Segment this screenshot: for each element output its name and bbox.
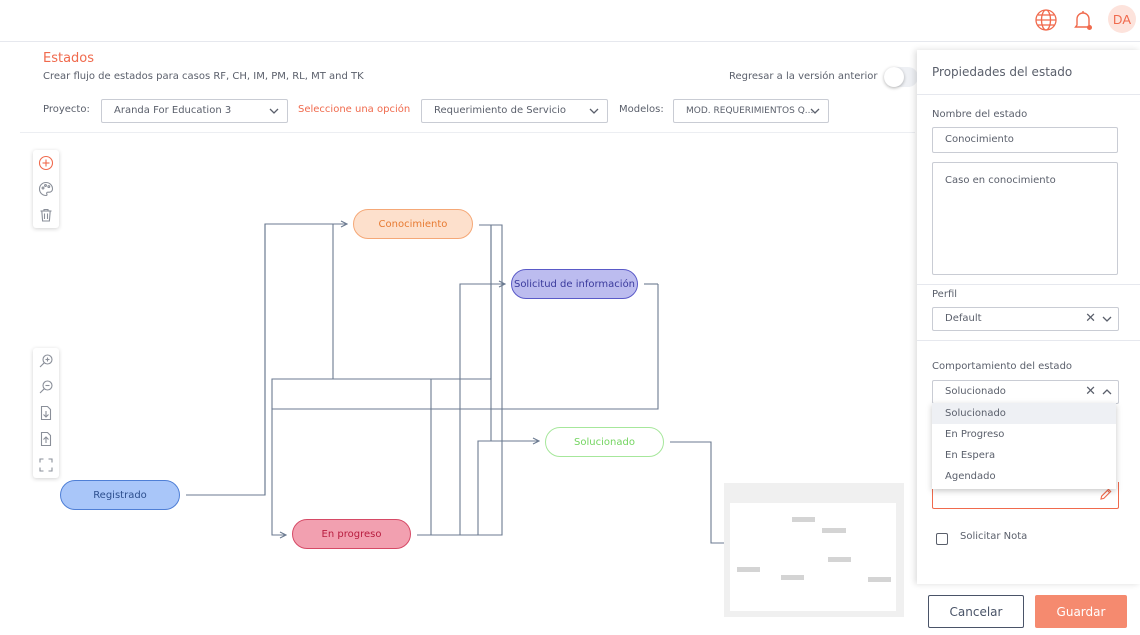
minimap-node <box>868 577 891 582</box>
behavior-select-value: Solucionado <box>945 386 1006 397</box>
clear-icon[interactable]: ✕ <box>1085 311 1096 326</box>
avatar[interactable]: DA <box>1108 5 1136 33</box>
pencil-icon[interactable] <box>1099 487 1113 501</box>
minimap-node <box>781 575 804 580</box>
option-select[interactable]: Requerimiento de Servicio <box>421 99 608 123</box>
dropdown-option[interactable]: En Progreso <box>945 429 1005 440</box>
upload-icon[interactable] <box>33 426 59 452</box>
save-button[interactable]: Guardar <box>1035 595 1127 628</box>
zoom-toolbox <box>33 348 59 478</box>
request-note-label: Solicitar Nota <box>960 531 1028 542</box>
chevron-down-icon <box>269 108 279 114</box>
trash-icon[interactable] <box>33 202 59 228</box>
project-select[interactable]: Aranda For Education 3 <box>101 99 288 123</box>
models-label: Modelos: <box>619 104 664 115</box>
filters-divider <box>20 132 915 133</box>
dropdown-option[interactable]: Solucionado <box>932 403 1116 424</box>
project-label: Proyecto: <box>43 104 90 115</box>
cancel-button[interactable]: Cancelar <box>928 595 1024 628</box>
fit-screen-icon[interactable] <box>33 452 59 478</box>
revert-version-toggle[interactable] <box>884 67 918 87</box>
chevron-down-icon <box>810 108 820 114</box>
option-label: Seleccione una opción <box>298 104 411 115</box>
node-registrado[interactable]: Registrado <box>60 480 180 510</box>
palette-icon[interactable] <box>33 176 59 202</box>
profile-select-value: Default <box>945 313 982 324</box>
bell-icon[interactable] <box>1069 6 1097 34</box>
chevron-down-icon <box>1102 316 1112 322</box>
models-select-value: MOD. REQUERIMIENTOS Q... <box>686 106 814 116</box>
diagram-toolbox <box>33 150 59 228</box>
minimap-node <box>822 528 846 533</box>
zoom-in-icon[interactable] <box>33 348 59 374</box>
minimap-node <box>828 557 851 562</box>
download-icon[interactable] <box>33 400 59 426</box>
properties-panel: Propiedades del estado Nombre del estado… <box>917 50 1140 584</box>
node-solucionado[interactable]: Solucionado <box>545 427 664 457</box>
behavior-dropdown: Solucionado En Progreso En Espera Agenda… <box>932 403 1116 489</box>
node-solicitud-informacion[interactable]: Solicitud de información <box>511 269 638 299</box>
node-en-progreso[interactable]: En progreso <box>292 519 411 549</box>
revert-version-label: Regresar a la versión anterior <box>729 71 878 82</box>
behavior-select[interactable]: Solucionado ✕ <box>932 380 1119 404</box>
profile-select[interactable]: Default ✕ <box>932 307 1119 331</box>
properties-title: Propiedades del estado <box>932 65 1073 79</box>
chevron-down-icon <box>589 108 599 114</box>
state-description-textarea[interactable]: Caso en conocimiento <box>932 162 1118 275</box>
section-divider <box>917 284 1140 285</box>
top-bar: DA <box>0 0 1140 42</box>
dropdown-option[interactable]: En Espera <box>945 450 996 461</box>
profile-label: Perfil <box>932 289 958 300</box>
chevron-up-icon <box>1102 389 1112 395</box>
dropdown-option[interactable]: Agendado <box>945 471 996 482</box>
diagram-minimap[interactable] <box>724 483 904 617</box>
models-select[interactable]: MOD. REQUERIMIENTOS Q... <box>673 99 829 123</box>
add-icon[interactable] <box>33 150 59 176</box>
project-select-value: Aranda For Education 3 <box>114 105 232 116</box>
page-title: Estados <box>43 51 95 66</box>
option-select-value: Requerimiento de Servicio <box>434 105 566 116</box>
minimap-node <box>737 567 760 572</box>
state-name-input[interactable]: Conocimiento <box>932 127 1118 153</box>
behavior-label: Comportamiento del estado <box>932 361 1073 372</box>
toggle-knob <box>884 67 904 87</box>
note-field[interactable] <box>932 482 1119 509</box>
request-note-checkbox[interactable] <box>936 533 948 545</box>
clear-icon[interactable]: ✕ <box>1085 384 1096 399</box>
section-divider <box>917 340 1140 341</box>
minimap-viewport <box>730 503 896 611</box>
globe-icon[interactable] <box>1032 6 1060 34</box>
page-subtitle: Crear flujo de estados para casos RF, CH… <box>43 71 364 82</box>
properties-divider <box>917 94 1140 95</box>
minimap-node <box>792 517 815 522</box>
node-conocimiento[interactable]: Conocimiento <box>353 209 473 239</box>
state-name-label: Nombre del estado <box>932 109 1028 120</box>
zoom-out-icon[interactable] <box>33 374 59 400</box>
